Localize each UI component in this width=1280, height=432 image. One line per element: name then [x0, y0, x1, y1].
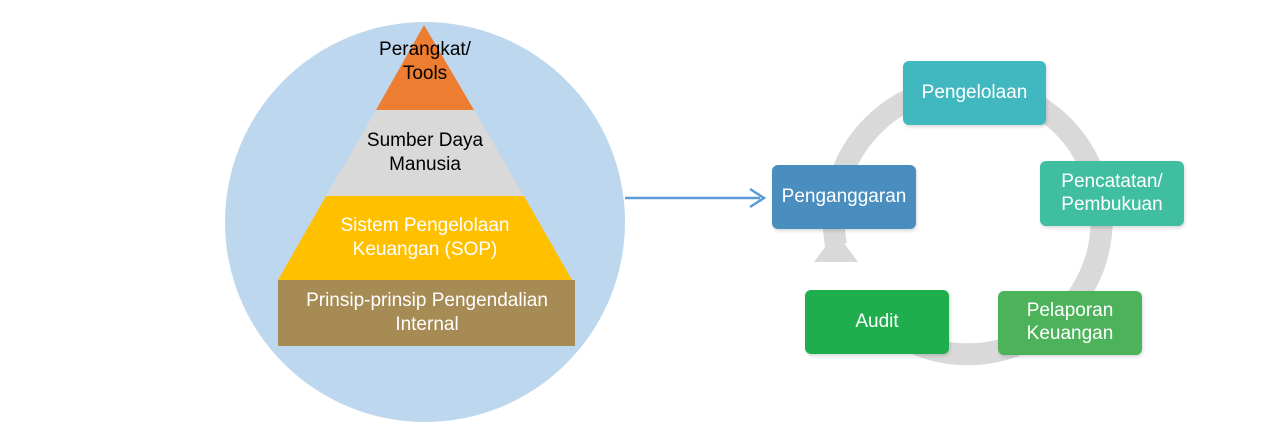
pyramid-label-sop: Sistem Pengelolaan Keuangan (SOP)	[341, 214, 510, 262]
cycle-step-pelaporan-line2: Keuangan	[1026, 323, 1114, 344]
pyramid-label-human-resources: Sumber Daya Manusia	[367, 129, 483, 177]
pyramid-label-hr-line2: Manusia	[389, 153, 461, 175]
cycle-step-pengelolaan-label: Pengelolaan	[921, 81, 1028, 103]
cycle-step-pelaporan: Pelaporan Keuangan	[998, 291, 1142, 355]
pyramid-level-human-resources	[326, 110, 524, 196]
cycle-ring-arrowhead	[814, 232, 858, 262]
pyramid-level-internal-control	[278, 280, 575, 346]
pyramid-level-tools	[376, 25, 474, 110]
pyramid-label-tools: Perangkat/ Tools	[379, 38, 471, 86]
cycle-step-pelaporan-line1: Pelaporan	[1026, 300, 1114, 322]
cycle-step-pencatatan: Pencatatan/ Pembukuan	[1040, 161, 1184, 226]
cycle-step-penganggaran: Penganggaran	[772, 165, 916, 229]
cycle-step-pencatatan-line1: Pencatatan/	[1061, 170, 1163, 192]
cycle-step-pencatatan-line2: Pembukuan	[1061, 193, 1163, 215]
pyramid-label-hr-line1: Sumber Daya	[366, 130, 484, 151]
cycle-step-penganggaran-label: Penganggaran	[781, 185, 907, 207]
cycle-step-audit: Audit	[805, 290, 949, 354]
pyramid-label-ic-line1: Prinsip-prinsip Pengendalian	[306, 290, 548, 311]
pyramid-label-internal-control: Prinsip-prinsip Pengendalian Internal	[306, 289, 548, 337]
cycle-step-audit-label: Audit	[855, 310, 899, 332]
cycle-step-pengelolaan: Pengelolaan	[903, 61, 1046, 125]
pyramid-label-sop-line1: Sistem Pengelolaan	[340, 215, 510, 236]
pyramid-label-ic-line2: Internal	[395, 313, 459, 335]
pyramid-label-tools-line1: Perangkat/	[379, 39, 471, 60]
pyramid-level-sop	[278, 196, 572, 280]
pyramid-label-sop-line2: Keuangan (SOP)	[352, 238, 498, 260]
pyramid-label-tools-line2: Tools	[402, 62, 448, 84]
connector-arrowhead	[749, 187, 767, 209]
